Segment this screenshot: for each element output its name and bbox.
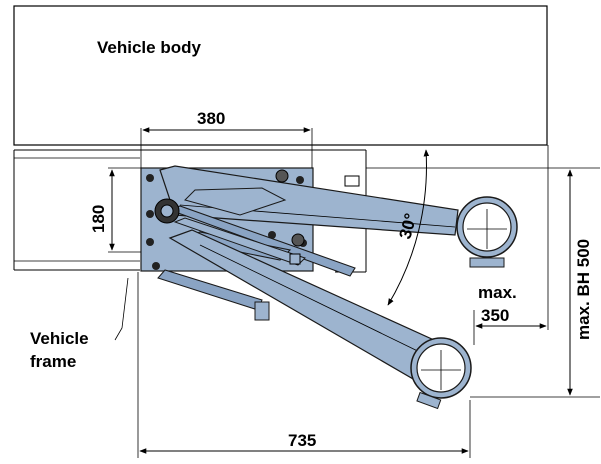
dimension-180: 180 (89, 167, 141, 253)
vehicle-body-label: Vehicle body (97, 38, 201, 57)
svg-text:Vehicle: Vehicle (30, 329, 89, 348)
vehicle-frame-callout: Vehicle frame (30, 277, 129, 371)
svg-text:frame: frame (30, 352, 76, 371)
platform-arm-stowed (159, 165, 518, 268)
svg-text:max.: max. (478, 283, 517, 302)
svg-text:380: 380 (197, 109, 225, 128)
dimension-max-350: max. 350 (473, 145, 549, 345)
svg-text:max. BH 500: max. BH 500 (574, 239, 593, 340)
svg-text:735: 735 (288, 431, 316, 450)
vehicle-body-outline (13, 5, 548, 146)
dimension-max-height: max. BH 500 (366, 167, 600, 398)
lift-linkage (154, 169, 360, 277)
platform-arm-deployed (157, 229, 472, 410)
svg-text:180: 180 (89, 205, 108, 233)
svg-text:350: 350 (481, 306, 509, 325)
dimension-380: 380 (140, 109, 313, 168)
dimension-735: 735 (137, 272, 471, 458)
